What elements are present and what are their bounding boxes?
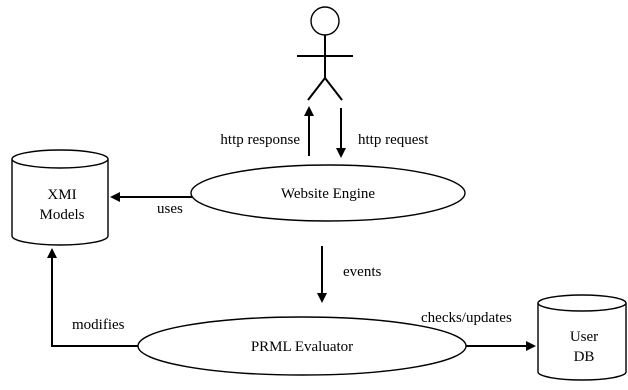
user-db-label-line1: User — [570, 329, 598, 345]
website-engine-label: Website Engine — [281, 186, 376, 202]
http-request-label: http request — [358, 132, 429, 148]
checks-updates-label: checks/updates — [421, 310, 512, 326]
user-db-datastore: User DB — [537, 294, 627, 381]
xmi-models-datastore: XMI Models — [11, 149, 109, 246]
xmi-models-label-line2: Models — [40, 207, 85, 223]
prml-evaluator-label: PRML Evaluator — [251, 339, 353, 355]
user-actor-icon — [297, 6, 353, 101]
uses-label: uses — [157, 201, 183, 217]
http-response-label: http response — [220, 132, 300, 148]
xmi-models-label-line1: XMI — [47, 187, 76, 203]
prml-evaluator-node: PRML Evaluator — [137, 316, 467, 376]
modifies-arrow — [47, 248, 138, 347]
events-label: events — [343, 264, 381, 280]
website-engine-node: Website Engine — [190, 164, 466, 222]
modifies-label: modifies — [72, 317, 125, 333]
user-db-label-line2: DB — [574, 349, 595, 365]
